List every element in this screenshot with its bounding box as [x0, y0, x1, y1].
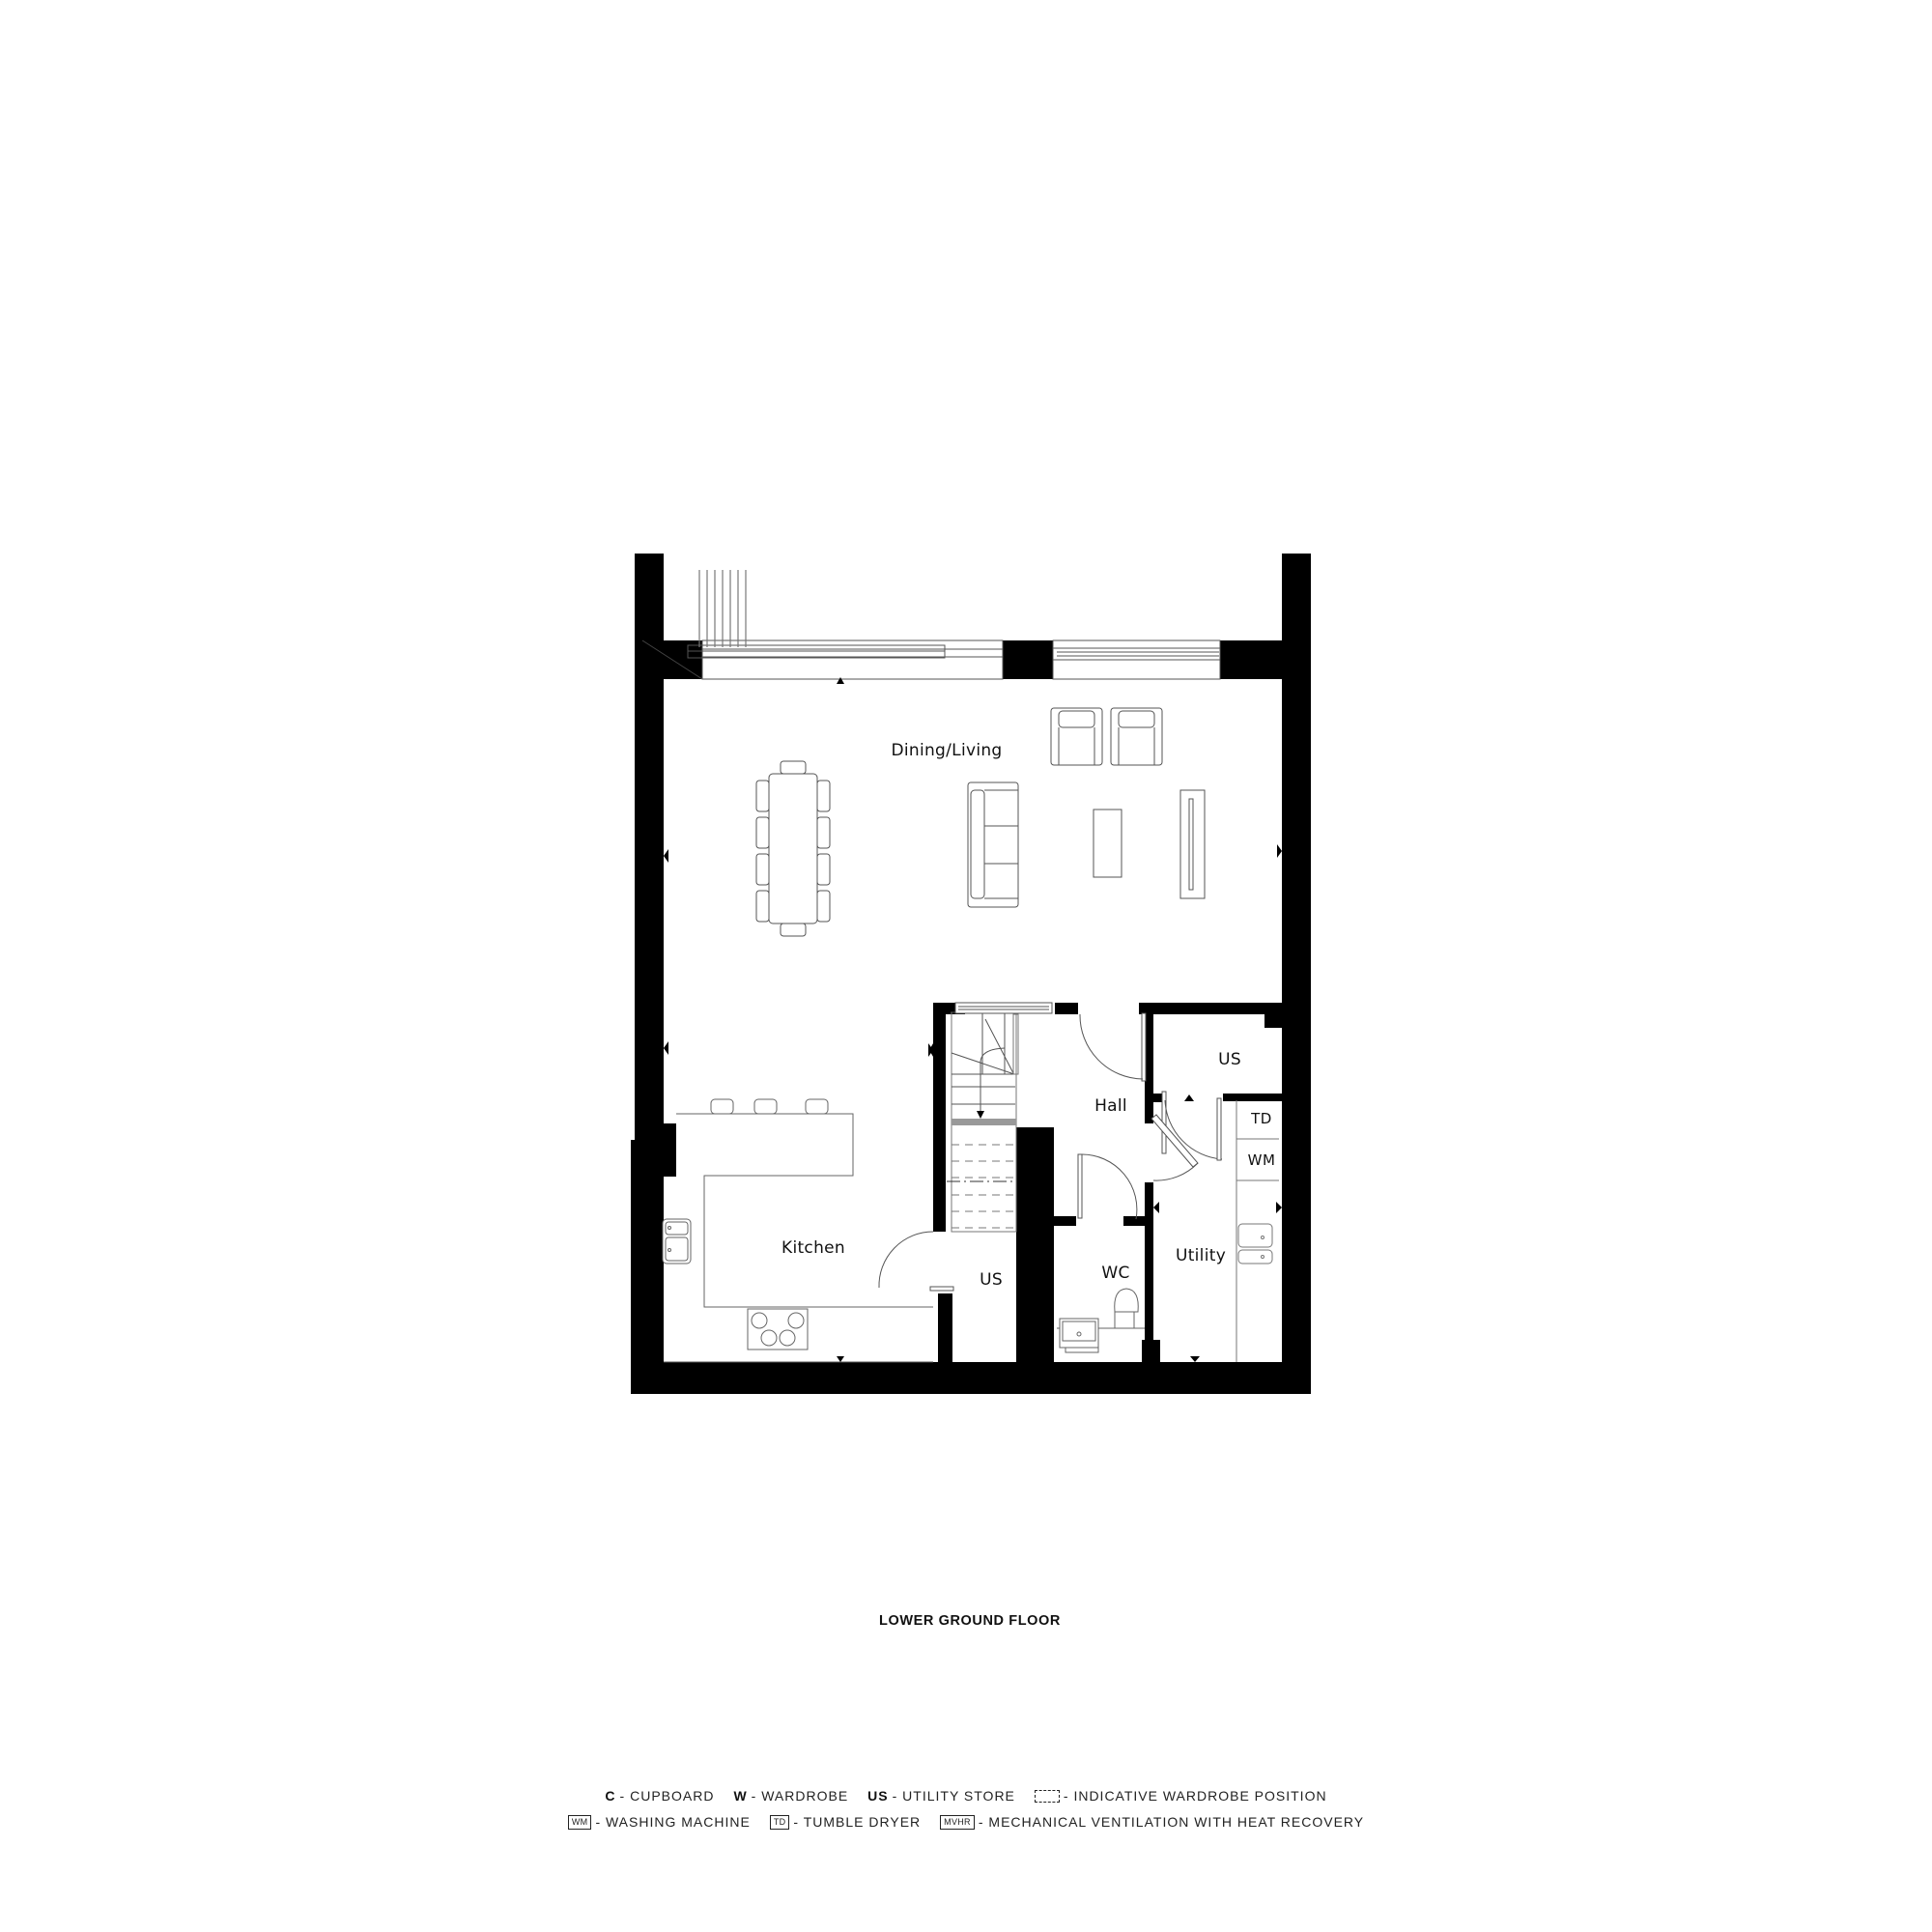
tumble-dryer-label: TD [1251, 1110, 1272, 1127]
tv-unit [1179, 789, 1206, 899]
dining-table-with-chairs [755, 760, 831, 937]
legend-item-mvhr: MVHR - MECHANICAL VENTILATION WITH HEAT … [940, 1814, 1364, 1830]
room-label-wc: WC [1101, 1264, 1130, 1283]
room-label-dining-living: Dining/Living [891, 741, 1003, 760]
legend-item-wardrobe: W - WARDROBE [733, 1788, 848, 1804]
wc-fittings [1057, 1288, 1145, 1353]
legend-text: - TUMBLE DRYER [793, 1814, 922, 1830]
legend-row-1: C - CUPBOARD W - WARDROBE US - UTILITY S… [0, 1788, 1932, 1804]
utility-fittings [1236, 1100, 1279, 1362]
coffee-table [1093, 809, 1122, 878]
legend-text: - INDICATIVE WARDROBE POSITION [1063, 1788, 1327, 1804]
room-label-hall: Hall [1094, 1096, 1127, 1116]
washing-machine-label: WM [1247, 1151, 1276, 1169]
doors [878, 1012, 1223, 1292]
room-label-utility-store-lower: US [980, 1270, 1003, 1290]
legend-item-tumble-dryer: TD - TUMBLE DRYER [769, 1814, 922, 1830]
kitchen-units [662, 1098, 933, 1363]
legend-box-mvhr: MVHR [940, 1814, 975, 1830]
legend-text: - UTILITY STORE [892, 1788, 1015, 1804]
sofa [967, 781, 1019, 908]
legend-key: US [867, 1788, 889, 1804]
room-label-utility-store-upper: US [1218, 1050, 1241, 1069]
terrace-decking [698, 570, 747, 647]
legend-box-td: TD [769, 1814, 790, 1830]
legend-item-washing-machine: WM - WASHING MACHINE [567, 1814, 751, 1830]
legend-key: W [733, 1788, 748, 1804]
legend-item-cupboard: C - CUPBOARD [605, 1788, 714, 1804]
legend-text: - MECHANICAL VENTILATION WITH HEAT RECOV… [978, 1814, 1365, 1830]
legend-text: - CUPBOARD [619, 1788, 715, 1804]
legend-box-wm: WM [567, 1814, 592, 1830]
legend-key: C [605, 1788, 616, 1804]
front-windows [641, 639, 1221, 680]
legend-text: - WASHING MACHINE [595, 1814, 751, 1830]
legend-text: - WARDROBE [751, 1788, 849, 1804]
aspect-markers [664, 677, 1282, 1362]
legend-item-indicative-wardrobe: - INDICATIVE WARDROBE POSITION [1034, 1788, 1327, 1804]
room-label-utility: Utility [1175, 1246, 1227, 1265]
room-label-kitchen: Kitchen [781, 1238, 845, 1258]
dashed-box-icon [1034, 1789, 1060, 1803]
staircase [947, 1002, 1053, 1233]
armchairs [1050, 707, 1163, 766]
legend-item-utility-store: US - UTILITY STORE [867, 1788, 1015, 1804]
walls [631, 554, 1311, 1394]
floor-title: LOWER GROUND FLOOR [878, 1613, 1062, 1629]
legend-row-2: WM - WASHING MACHINE TD - TUMBLE DRYER M… [0, 1814, 1932, 1830]
